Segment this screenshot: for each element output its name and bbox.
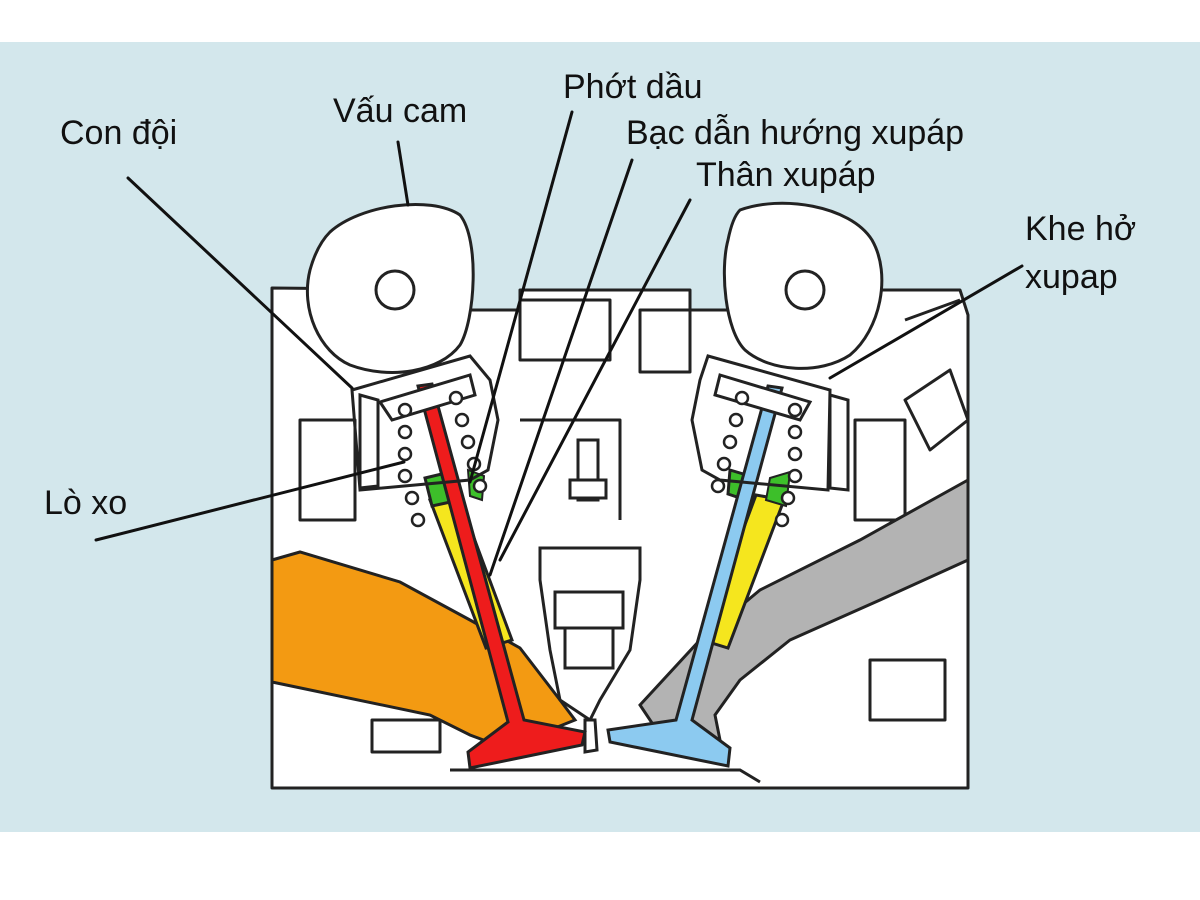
label-phot-dau: Phớt dầu <box>563 68 703 106</box>
label-lo-xo: Lò xo <box>44 484 127 522</box>
tappet-left <box>350 354 500 492</box>
label-khe-ho-line2: xupap <box>1025 258 1118 296</box>
cam-lobe-right <box>722 201 884 370</box>
leader-phot-dau <box>468 110 574 484</box>
label-vau-cam: Vấu cam <box>333 92 467 130</box>
cam-lobe-left <box>305 202 475 374</box>
leader-vau-cam <box>396 140 410 207</box>
spark-plug <box>538 438 642 754</box>
label-bac-dan-huong: Bạc dẫn hướng xupáp <box>626 114 964 152</box>
label-than-xupap: Thân xupáp <box>696 156 876 194</box>
leader-khe-ho <box>828 264 1024 380</box>
intake-valve <box>416 382 587 770</box>
label-con-doi: Con đội <box>60 114 177 152</box>
leader-lines <box>94 110 1024 577</box>
valve-spring-right <box>710 390 803 528</box>
leader-bac-dan-huong <box>488 158 634 577</box>
leader-than-xupap <box>498 198 692 562</box>
valve-seat-floor <box>450 768 761 784</box>
tappet-right <box>690 354 850 492</box>
valve-spring-left <box>397 390 488 528</box>
intake-port <box>270 550 578 750</box>
leader-lo-xo <box>94 460 406 542</box>
leader-con-doi <box>126 176 354 390</box>
label-khe-ho-line1: Khe hở <box>1025 210 1136 248</box>
exhaust-valve <box>606 384 784 768</box>
